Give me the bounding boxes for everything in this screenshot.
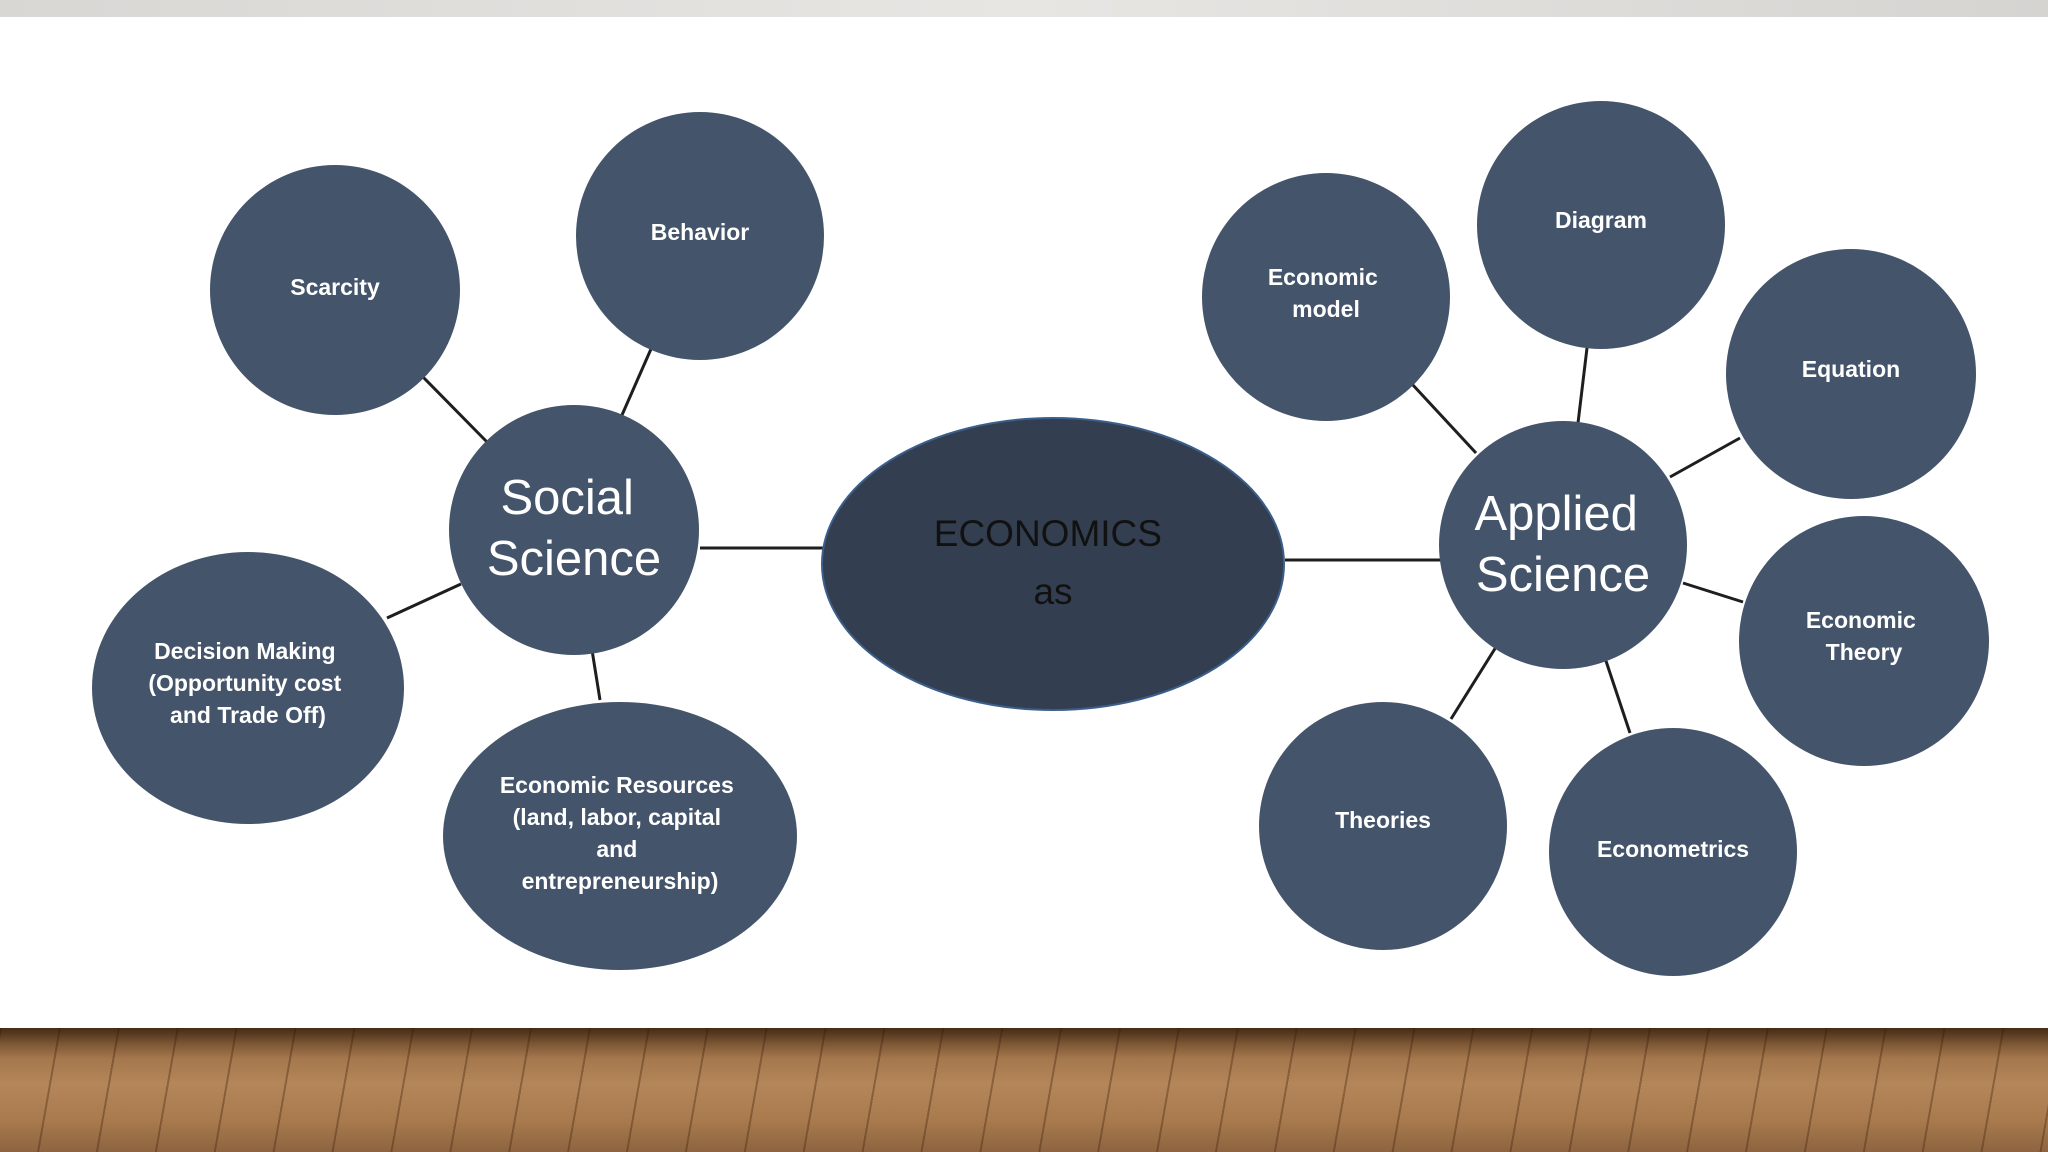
node-resources-line-1: Economic Resources: [500, 772, 734, 798]
hub-social-science: Social Science: [449, 405, 699, 655]
node-economic-theory: Economic Theory: [1739, 516, 1989, 766]
node-equation: Equation: [1726, 249, 1976, 499]
center-node-economics: ECONOMICS as: [821, 417, 1285, 711]
hub-social-label: Social Science: [487, 471, 661, 586]
hub-applied-line-1: Applied: [1474, 487, 1637, 541]
node-diagram-circle: [1477, 101, 1725, 349]
edge-applied-theories: [1449, 646, 1498, 720]
hub-applied-label: Applied Science: [1474, 487, 1651, 602]
node-theory-line-1: Economic: [1806, 607, 1916, 633]
edge-applied-model: [1410, 382, 1478, 455]
hub-social-circle: [449, 405, 699, 655]
wood-floor-background: [0, 1028, 2048, 1152]
hub-applied-circle: [1439, 421, 1687, 669]
node-behavior-circle: [576, 112, 824, 360]
node-econometrics-line-1: Econometrics: [1597, 836, 1749, 862]
floor-shadow: [0, 1028, 2048, 1058]
node-scarcity-circle: [210, 165, 460, 415]
node-diagram-line-1: Diagram: [1555, 207, 1647, 233]
node-decision-line-3: and Trade Off): [170, 702, 326, 728]
connectors: [386, 347, 1744, 734]
node-econometrics: Econometrics: [1549, 728, 1797, 976]
node-decision-label: Decision Making (Opportunity cost and Tr…: [148, 638, 347, 728]
node-econometrics-label: Econometrics: [1597, 836, 1749, 862]
center-ellipse: [821, 417, 1285, 711]
node-theory-circle: [1739, 516, 1989, 766]
node-decision-line-1: Decision Making: [154, 638, 335, 664]
node-equation-label: Equation: [1802, 356, 1900, 382]
edge-applied-theory: [1682, 581, 1744, 604]
node-diagram-label: Diagram: [1555, 207, 1647, 233]
node-economic-model: Economic model: [1202, 173, 1450, 421]
node-model-label: Economic model: [1268, 264, 1384, 322]
node-theories-circle: [1259, 702, 1507, 950]
node-behavior: Behavior: [576, 112, 824, 360]
node-model-line-1: Economic: [1268, 264, 1378, 290]
edge-social-decision: [386, 582, 462, 620]
center-label: ECONOMICS as: [934, 513, 1172, 612]
node-resources-ellipse: [443, 702, 797, 970]
node-model-line-2: model: [1292, 296, 1360, 322]
node-resources-line-4: entrepreneurship): [522, 868, 719, 894]
node-theories: Theories: [1259, 702, 1507, 950]
node-decision-ellipse: [92, 552, 404, 824]
center-label-line-2: as: [1033, 571, 1072, 612]
node-resources-line-3: and: [596, 836, 637, 862]
node-theory-label: Economic Theory: [1806, 607, 1922, 665]
node-resources-line-2: (land, labor, capital: [513, 804, 721, 830]
edge-social-resources: [590, 649, 602, 701]
node-theories-label: Theories: [1335, 807, 1431, 833]
node-resources-label: Economic Resources (land, labor, capital…: [500, 772, 740, 894]
node-scarcity: Scarcity: [210, 165, 460, 415]
node-behavior-line-1: Behavior: [651, 219, 749, 245]
node-decision-line-2: (Opportunity cost: [148, 670, 341, 696]
node-decision-making: Decision Making (Opportunity cost and Tr…: [92, 552, 404, 824]
node-economic-resources: Economic Resources (land, labor, capital…: [443, 702, 797, 970]
hub-social-line-2: Science: [487, 532, 661, 586]
node-theories-line-1: Theories: [1335, 807, 1431, 833]
hub-social-line-1: Social: [500, 471, 633, 525]
node-econometrics-circle: [1549, 728, 1797, 976]
top-bar: [0, 0, 2048, 17]
node-theory-line-2: Theory: [1826, 639, 1903, 665]
edge-applied-diagram: [1576, 347, 1589, 424]
node-behavior-label: Behavior: [651, 219, 749, 245]
node-scarcity-label: Scarcity: [290, 274, 380, 300]
node-equation-line-1: Equation: [1802, 356, 1900, 382]
hub-applied-line-2: Science: [1476, 548, 1650, 602]
edge-social-behavior: [620, 348, 653, 416]
node-diagram: Diagram: [1477, 101, 1725, 349]
hub-applied-science: Applied Science: [1439, 421, 1687, 669]
node-model-circle: [1202, 173, 1450, 421]
edge-social-scarcity: [421, 375, 490, 445]
edge-applied-econometrics: [1604, 660, 1632, 734]
node-equation-circle: [1726, 249, 1976, 499]
center-label-line-1: ECONOMICS: [934, 513, 1162, 554]
edge-applied-equation: [1669, 436, 1741, 479]
node-scarcity-line-1: Scarcity: [290, 274, 380, 300]
